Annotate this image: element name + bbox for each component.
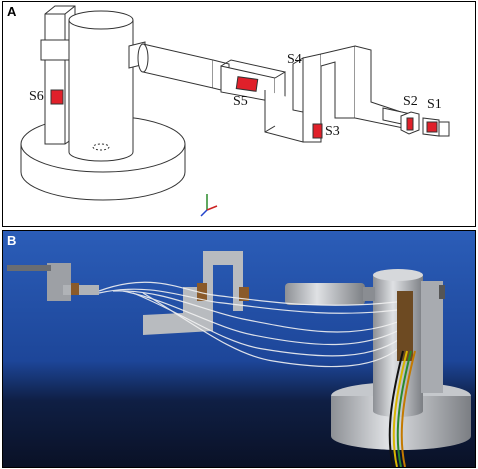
photo-base: [331, 396, 471, 450]
sensor-label-s3: S3: [325, 124, 340, 139]
sensor-s6: [50, 89, 64, 105]
sensor-s1: [426, 121, 438, 133]
s4-arm: [264, 57, 304, 143]
axis-triad-icon: [200, 194, 218, 217]
sensor-s3: [312, 123, 323, 139]
cad-assembly-drawing: [20, 5, 450, 217]
sensor-label-s4: S4: [287, 52, 302, 67]
panel-b-photograph: B: [2, 230, 476, 468]
photo-sensor-upper: [197, 283, 207, 301]
sensor-label-s2: S2: [403, 94, 418, 109]
sensor-label-s6: S6: [29, 89, 44, 104]
sensor-s5: [235, 76, 259, 92]
sensor-s2: [406, 117, 414, 131]
photo-link-plates: [143, 251, 243, 335]
photo-wires: [98, 281, 406, 368]
photo-connector: [397, 291, 413, 361]
prototype-photo: [3, 231, 475, 467]
photo-colored-cable: [388, 350, 416, 467]
s3-bar: [302, 53, 322, 143]
long-tube: [142, 43, 214, 89]
panel-a-label: A: [7, 4, 17, 19]
sensor-label-s1: S1: [427, 97, 442, 112]
photo-bracket: [421, 281, 443, 393]
photo-tube: [285, 283, 365, 305]
main-cylinder: [68, 20, 134, 162]
panel-b-label: B: [7, 233, 17, 248]
sensor-label-s5: S5: [233, 94, 248, 109]
panel-a-cad-drawing: A: [2, 1, 476, 227]
